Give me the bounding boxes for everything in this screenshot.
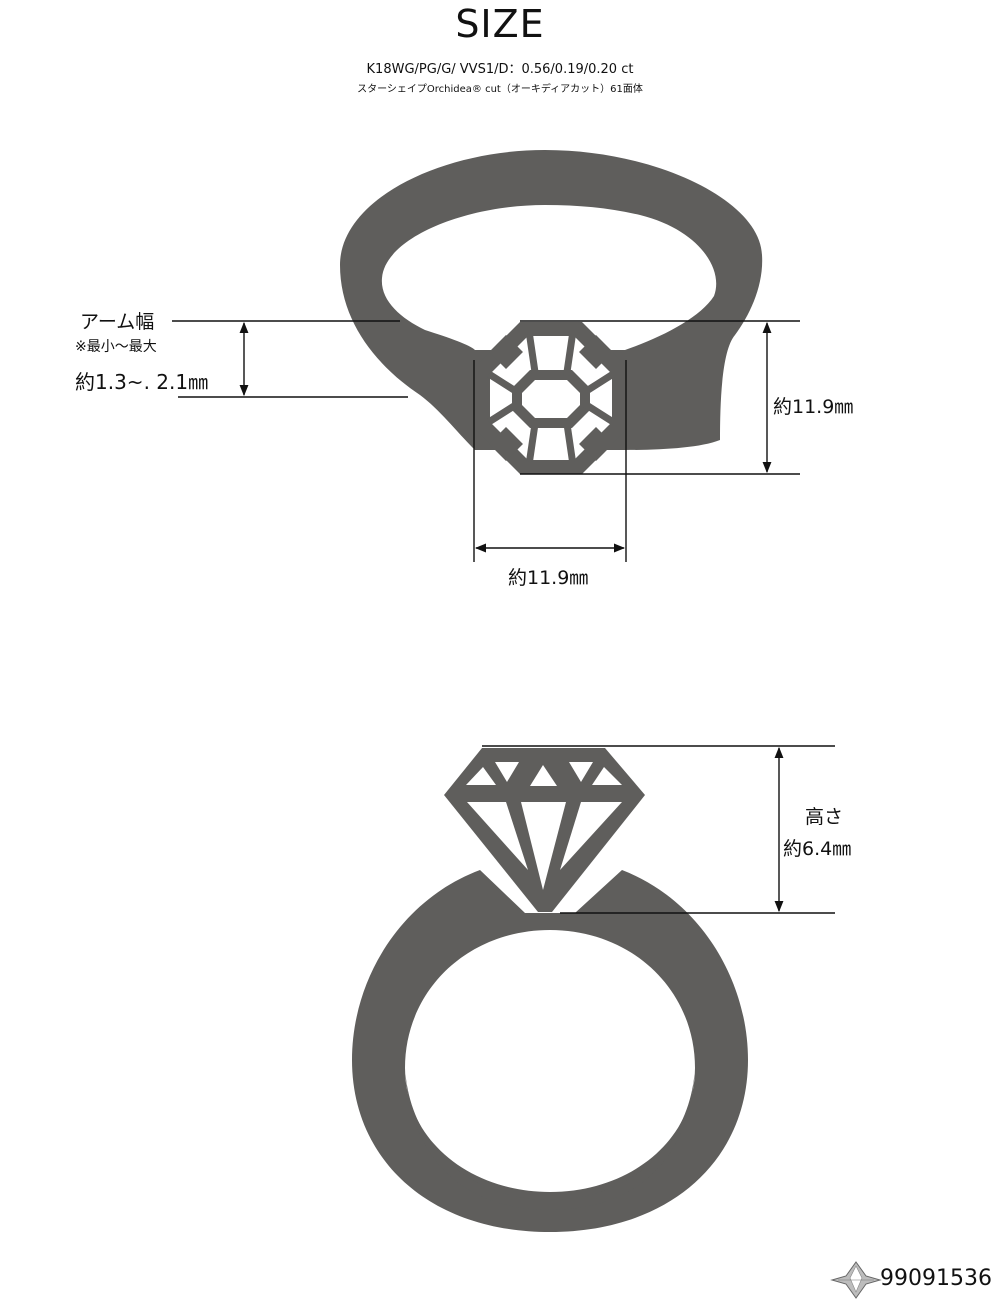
arm-width-note: ※最小〜最大 bbox=[75, 339, 157, 355]
side-dimension-lines bbox=[482, 745, 835, 914]
head-depth-dimension: 約11.9㎜ bbox=[773, 396, 854, 418]
arm-width-value: 約1.3~. 2.1㎜ bbox=[75, 370, 209, 394]
height-title: 高さ bbox=[805, 806, 844, 828]
height-value: 約6.4㎜ bbox=[783, 838, 852, 860]
page-title: SIZE bbox=[455, 2, 545, 46]
side-view-ring bbox=[352, 748, 748, 1232]
spec-line: K18WG/PG/G/ VVS1/D：0.56/0.19/0.20 ct bbox=[366, 62, 634, 77]
diamond-logo-icon bbox=[830, 1261, 882, 1299]
cut-line: スターシェイプOrchidea® cut（オーキディアカット）61面体 bbox=[357, 84, 643, 95]
head-width-dimension: 約11.9㎜ bbox=[508, 567, 589, 589]
side-view-diamond-icon bbox=[444, 748, 645, 912]
top-view-ring bbox=[340, 150, 763, 474]
arm-width-label: アーム幅 bbox=[80, 311, 155, 333]
top-view-stone-icon bbox=[476, 322, 626, 474]
top-ring-band bbox=[340, 150, 763, 450]
top-dimension-lines bbox=[172, 320, 800, 562]
product-code: 99091536 bbox=[880, 1266, 992, 1291]
side-ring-band bbox=[352, 870, 748, 1232]
